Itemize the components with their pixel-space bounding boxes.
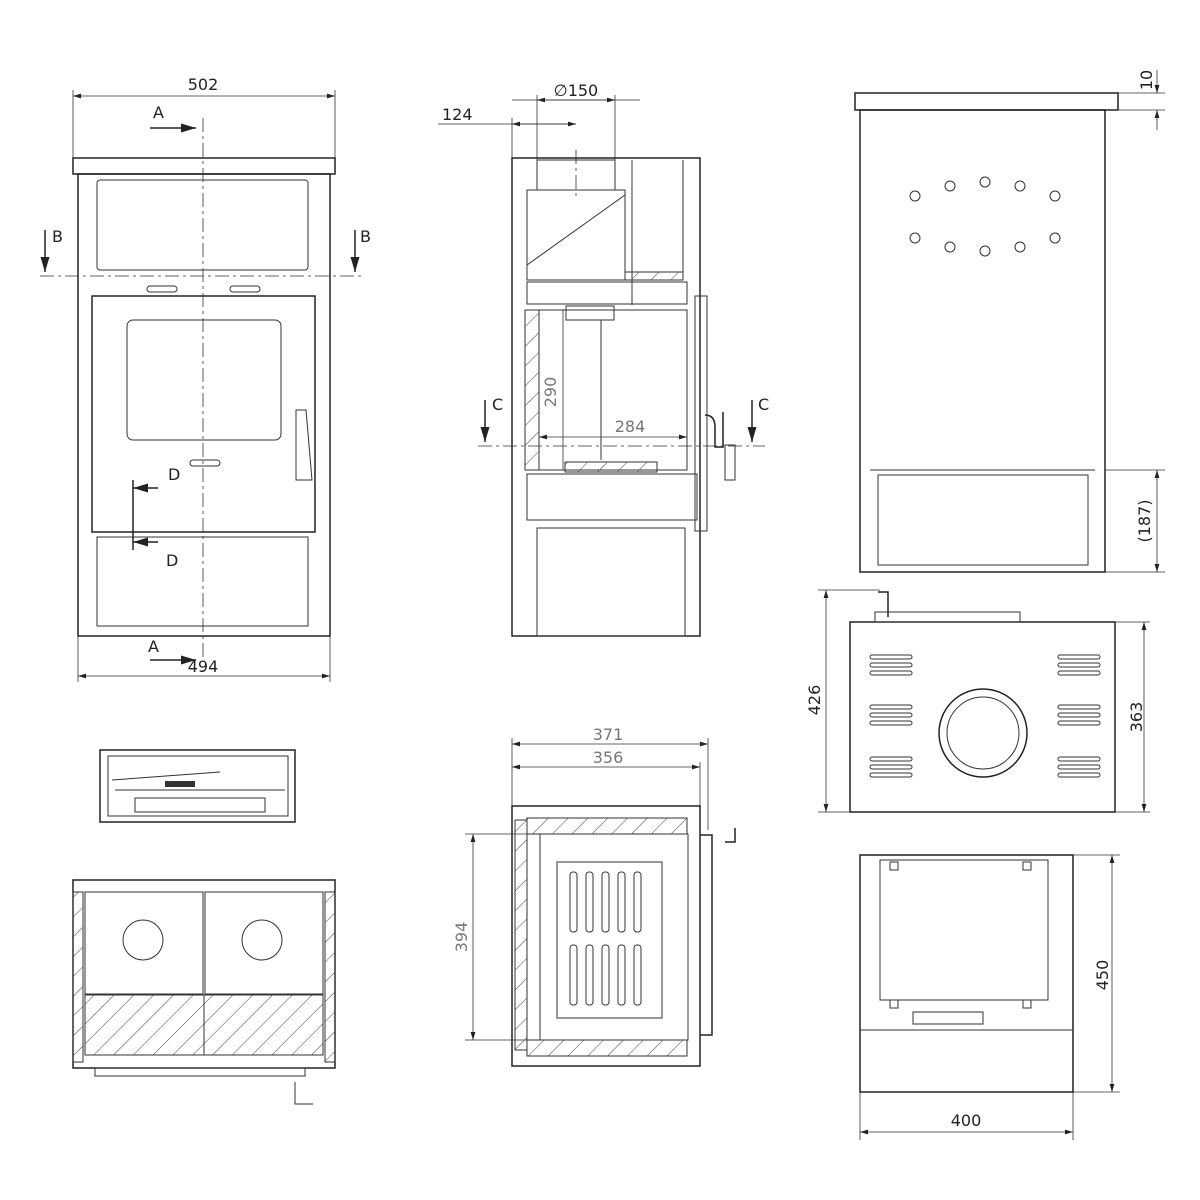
section-label-b-right: B (360, 227, 371, 246)
section-b-view (72, 879, 336, 1105)
section-label-c-right: C (758, 395, 769, 414)
section-label-c-left: C (492, 395, 503, 414)
dim-plan-depth: 394 (452, 922, 471, 953)
section-label-d-top: D (168, 465, 180, 484)
vent-slots (869, 654, 1101, 778)
side-section-view: ∅150 124 290 284 C C (438, 81, 769, 637)
dim-top-thickness: 10 (1137, 70, 1156, 90)
top-view: 426 363 (805, 589, 1150, 813)
dim-depth-overall: 426 (805, 685, 824, 716)
dim-bottom-depth: 450 (1093, 960, 1112, 991)
dim-bottom-width: 400 (951, 1111, 982, 1130)
bottom-view: 450 400 (859, 854, 1120, 1140)
section-c-view: 371 356 394 (452, 725, 736, 1067)
rear-view: 10 (187) (854, 70, 1165, 573)
section-label-b-left: B (52, 227, 63, 246)
front-view: 502 A A B B D D 494 (40, 75, 371, 682)
dim-firebox-height: 290 (541, 377, 560, 408)
dim-outer-width: 371 (593, 725, 624, 744)
dim-flue-diameter: ∅150 (554, 81, 598, 100)
dim-depth-body: 363 (1127, 702, 1146, 733)
dim-inner-width: 356 (593, 748, 624, 767)
dim-lower-height: (187) (1135, 499, 1154, 542)
section-label-a-top: A (153, 103, 164, 122)
dim-flue-offset: 124 (442, 105, 473, 124)
section-label-d-bottom: D (166, 551, 178, 570)
section-label-a-bottom: A (148, 637, 159, 656)
detail-section-view (99, 749, 296, 823)
dim-494: 494 (188, 657, 219, 676)
dim-firebox-depth: 284 (615, 417, 646, 436)
dim-502: 502 (188, 75, 219, 94)
